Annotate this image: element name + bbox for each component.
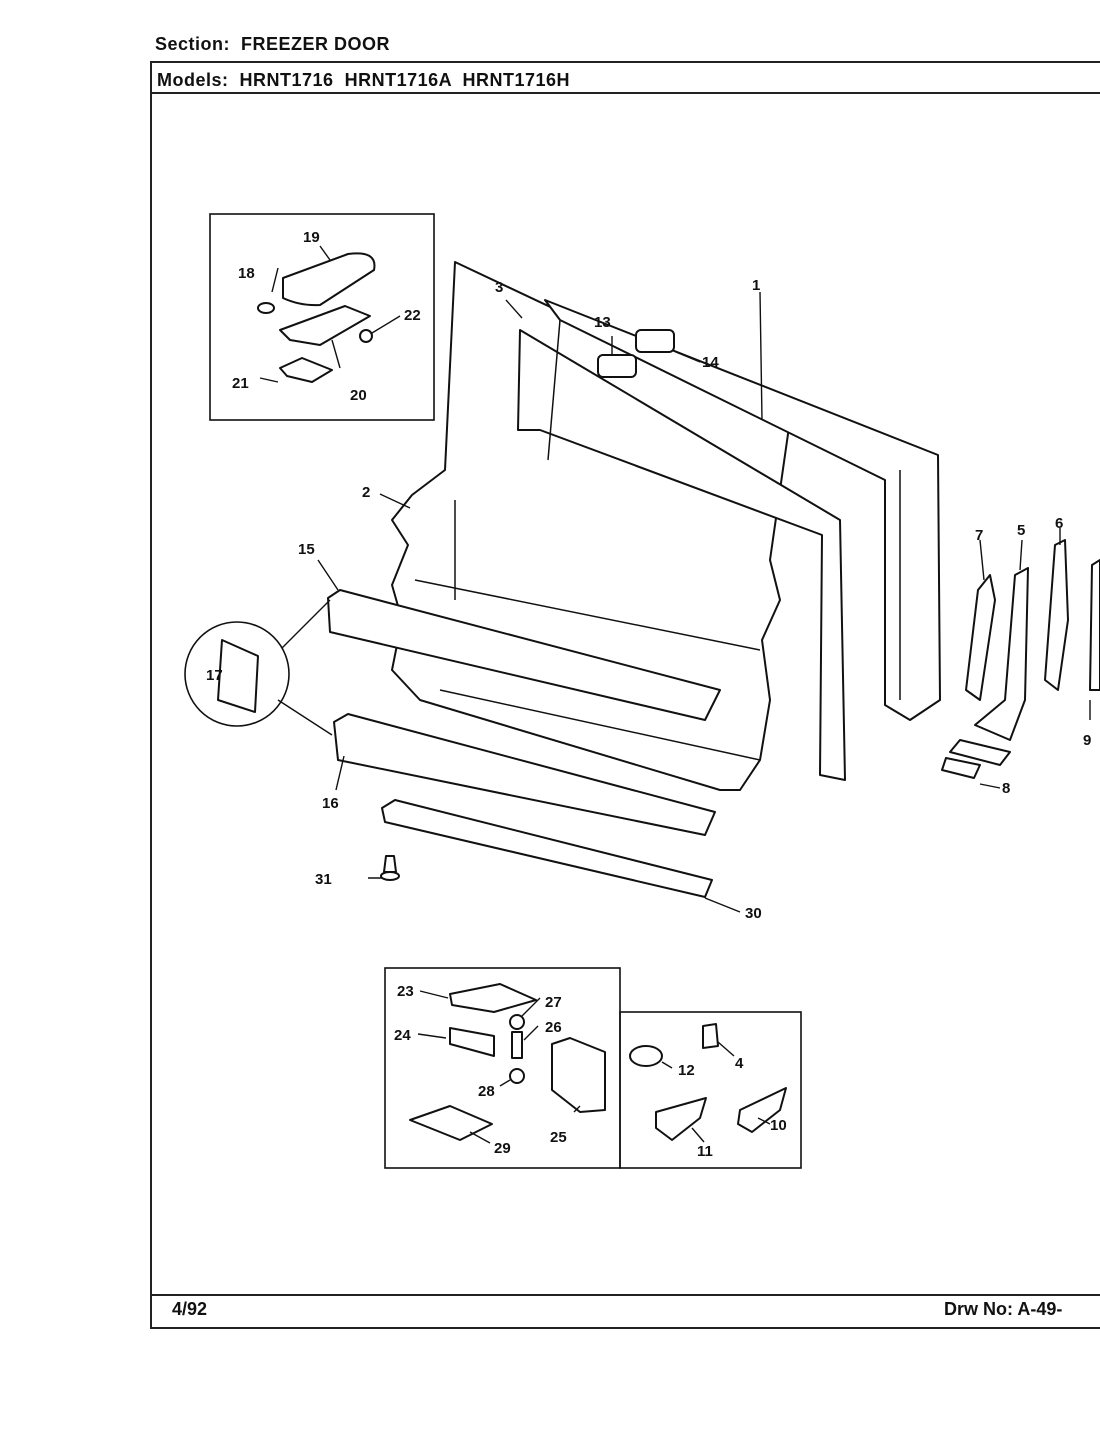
callout-25: 25 xyxy=(550,1129,567,1146)
stud xyxy=(702,1023,719,1049)
callout-16: 16 xyxy=(322,795,339,812)
drawing-label: Drw No: xyxy=(944,1299,1013,1319)
callout-20: 20 xyxy=(350,387,367,404)
callout-2: 2 xyxy=(362,484,370,501)
detail-circle-rail-end xyxy=(184,621,290,727)
model-number: HRNT1716 xyxy=(239,70,334,90)
callout-7: 7 xyxy=(975,527,983,544)
screw xyxy=(383,855,397,873)
callout-29: 29 xyxy=(494,1140,511,1157)
hinge-plate-small xyxy=(409,1105,493,1141)
door-shelf-rail-upper xyxy=(327,589,721,721)
door-gasket xyxy=(517,329,846,781)
models-line: Models: HRNT1716 HRNT1716A HRNT1716H xyxy=(157,70,570,91)
hinge-plate xyxy=(279,305,371,346)
door-shelf-rail-lower xyxy=(333,713,716,836)
section-title: Section: FREEZER DOOR xyxy=(155,34,390,55)
washer xyxy=(509,1068,525,1084)
callout-28: 28 xyxy=(478,1083,495,1100)
callout-3: 3 xyxy=(495,279,503,296)
callout-leaders xyxy=(259,245,1091,1144)
callout-13: 13 xyxy=(594,314,611,331)
rail-end-cap xyxy=(217,639,259,713)
model-number: HRNT1716H xyxy=(462,70,571,90)
callout-22: 22 xyxy=(404,307,421,324)
cap xyxy=(629,1045,663,1067)
callout-12: 12 xyxy=(678,1062,695,1079)
hinge-shim-lower xyxy=(449,1027,495,1057)
handle-trim xyxy=(1044,539,1069,691)
callout-30: 30 xyxy=(745,905,762,922)
bottom-trim xyxy=(381,799,713,898)
callout-8: 8 xyxy=(1002,780,1010,797)
hinge-pin-plate xyxy=(941,757,981,779)
handle-clip xyxy=(655,1097,707,1141)
callout-11: 11 xyxy=(697,1143,713,1160)
callout-14: 14 xyxy=(702,354,719,371)
hinge-bracket xyxy=(449,983,537,1013)
callout-1: 1 xyxy=(752,277,760,294)
callout-26: 26 xyxy=(545,1019,562,1036)
callout-4: 4 xyxy=(735,1055,744,1072)
washer xyxy=(509,1014,525,1030)
small-gasket xyxy=(597,354,637,378)
hinge-shim xyxy=(279,357,333,383)
small-gasket xyxy=(635,329,675,353)
liner-detail xyxy=(414,500,761,761)
callout-9: 9 xyxy=(1083,732,1091,749)
screw-head xyxy=(380,871,400,881)
footer-divider xyxy=(150,1294,1100,1296)
handle-strap xyxy=(965,574,996,701)
inset-box-top-hinge xyxy=(209,213,435,421)
door-liner xyxy=(391,261,791,791)
drawing-number-value: A-49- xyxy=(1017,1299,1063,1319)
callout-21: 21 xyxy=(232,375,249,392)
callout-31: 31 xyxy=(315,871,332,888)
callout-19: 19 xyxy=(303,229,320,246)
handle-clip xyxy=(737,1087,787,1133)
section-value: FREEZER DOOR xyxy=(241,34,391,54)
revision-date: 4/92 xyxy=(172,1299,208,1319)
section-label: Section: xyxy=(155,34,231,54)
callout-15: 15 xyxy=(298,541,315,558)
callout-6: 6 xyxy=(1055,515,1063,532)
hinge-pin xyxy=(511,1031,523,1059)
callout-27: 27 xyxy=(545,994,562,1011)
callout-24: 24 xyxy=(394,1027,411,1044)
hinge-bracket-vertical xyxy=(551,1037,606,1113)
plug-button xyxy=(257,302,275,314)
outer-door-detail xyxy=(547,319,901,700)
callout-5: 5 xyxy=(1017,522,1025,539)
inset-box-accessories xyxy=(619,1011,802,1169)
drawing-number: Drw No: A-49- xyxy=(944,1299,1062,1320)
callout-23: 23 xyxy=(397,983,414,1000)
drawing-frame xyxy=(150,61,1100,1329)
models-label: Models: xyxy=(157,70,229,90)
models-divider xyxy=(150,92,1100,94)
callout-17: 17 xyxy=(206,667,223,684)
handle-edge xyxy=(1089,559,1100,691)
callout-18: 18 xyxy=(238,265,255,282)
handle-bracket xyxy=(974,567,1029,741)
callout-10: 10 xyxy=(770,1117,787,1134)
hinge-cover xyxy=(282,252,376,307)
detail-leader xyxy=(277,599,333,736)
model-number: HRNT1716A xyxy=(344,70,452,90)
handle-base xyxy=(949,739,1011,766)
bushing xyxy=(359,329,373,343)
